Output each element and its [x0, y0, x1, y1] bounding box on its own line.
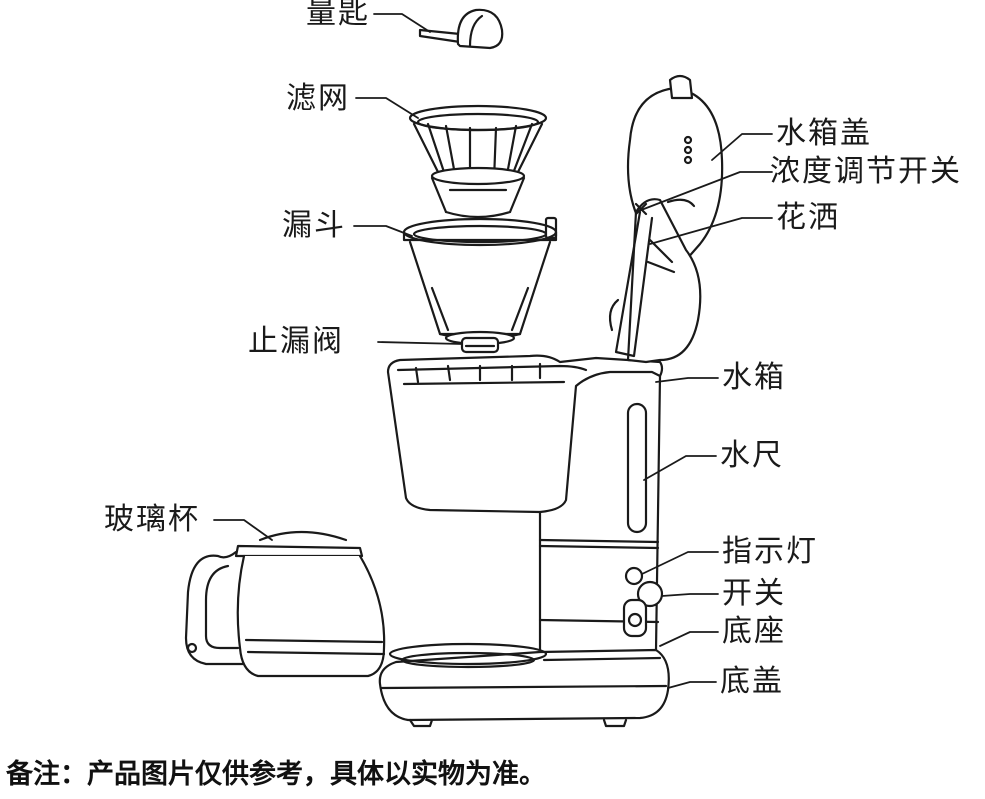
- shower-head-arm: [610, 199, 700, 362]
- label-water-gauge: 水尺: [720, 438, 784, 473]
- label-base: 底座: [722, 614, 786, 649]
- leader-lines: [214, 14, 772, 688]
- drip-stop-valve: [446, 332, 514, 352]
- measuring-scoop: [420, 10, 502, 48]
- label-indicator-light: 指示灯: [722, 534, 818, 569]
- glass-carafe: [186, 532, 384, 676]
- label-strength-switch: 浓度调节开关: [770, 154, 962, 189]
- filter-basket: [410, 106, 546, 217]
- label-bottom-cover: 底盖: [720, 664, 784, 699]
- label-tank-lid: 水箱盖: [776, 116, 872, 151]
- disclaimer-note: 备注：产品图片仅供参考，具体以实物为准。: [6, 759, 546, 790]
- label-power-switch: 开关: [722, 576, 786, 611]
- label-water-tank: 水箱: [722, 360, 786, 395]
- funnel: [404, 218, 556, 339]
- label-funnel: 漏斗: [282, 208, 346, 243]
- water-gauge-window: [628, 404, 646, 532]
- label-stop-valve: 止漏阀: [248, 324, 344, 359]
- label-scoop: 量匙: [306, 0, 370, 31]
- controls: [624, 568, 662, 636]
- label-glass-carafe: 玻璃杯: [104, 502, 200, 537]
- machine-body: [388, 356, 662, 660]
- label-shower-head: 花洒: [776, 200, 840, 235]
- coffee-maker-exploded-diagram: [0, 0, 985, 760]
- label-filter: 滤网: [286, 81, 350, 116]
- base: [380, 644, 669, 726]
